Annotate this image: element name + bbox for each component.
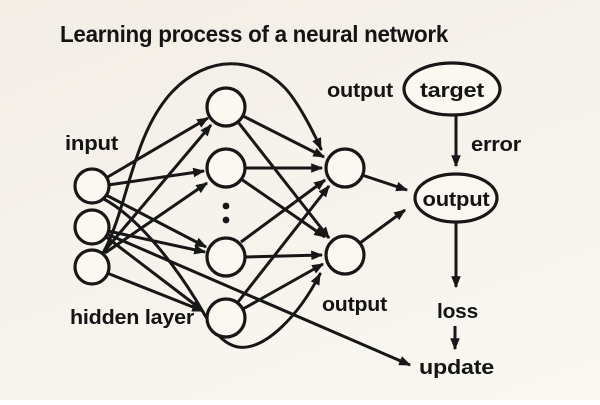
hidden-node-1 — [205, 86, 247, 128]
hidden-node-2 — [205, 147, 247, 189]
edge-hidden1-output1 — [242, 114, 326, 159]
hidden-node-3 — [205, 236, 247, 278]
ellipsis-dot-2 — [222, 216, 230, 224]
loss-label: loss — [437, 301, 478, 323]
update-label: update — [419, 357, 494, 379]
edge-arc-over-top — [101, 62, 323, 255]
edge-input3-hidden4 — [106, 271, 205, 313]
output-node-1 — [324, 147, 366, 189]
input-label: input — [65, 133, 119, 155]
output-node-2 — [324, 234, 366, 276]
input-node-1 — [73, 167, 111, 205]
edge-output1-ellipse — [361, 173, 409, 192]
input-node-3 — [73, 248, 111, 286]
output-ellipse — [413, 172, 499, 224]
edge-input3-hidden1 — [100, 124, 213, 255]
edge-output2-ellipse — [359, 208, 406, 245]
edge-to-update — [106, 232, 412, 367]
hidden-node-4 — [205, 297, 247, 339]
output-top-label: output — [327, 80, 394, 102]
edge-hidden1-output2 — [236, 121, 331, 239]
ellipsis-dot-1 — [222, 202, 230, 210]
edge-input2-hidden4 — [104, 234, 203, 312]
diagram-title: Learning process of a neural network — [60, 21, 448, 47]
edge-hidden4-output2 — [242, 262, 325, 311]
error-label: error — [471, 134, 521, 156]
edge-input1-hidden1 — [105, 116, 210, 180]
output-bottom-label: output — [322, 294, 388, 316]
target-ellipse — [402, 61, 502, 117]
hidden-layer-label: hidden layer — [70, 307, 194, 329]
output-ellipse-label: output — [423, 189, 491, 211]
edge-hidden2-output2 — [240, 177, 326, 239]
edge-hidden3-output2 — [244, 250, 324, 261]
edge-input2-hidden3 — [107, 229, 207, 255]
edge-hidden4-output1 — [236, 185, 331, 303]
edge-hidden3-output1 — [240, 178, 326, 244]
edge-input1-hidden2 — [107, 167, 206, 187]
input-node-2 — [73, 208, 111, 246]
target-label: target — [420, 80, 485, 102]
